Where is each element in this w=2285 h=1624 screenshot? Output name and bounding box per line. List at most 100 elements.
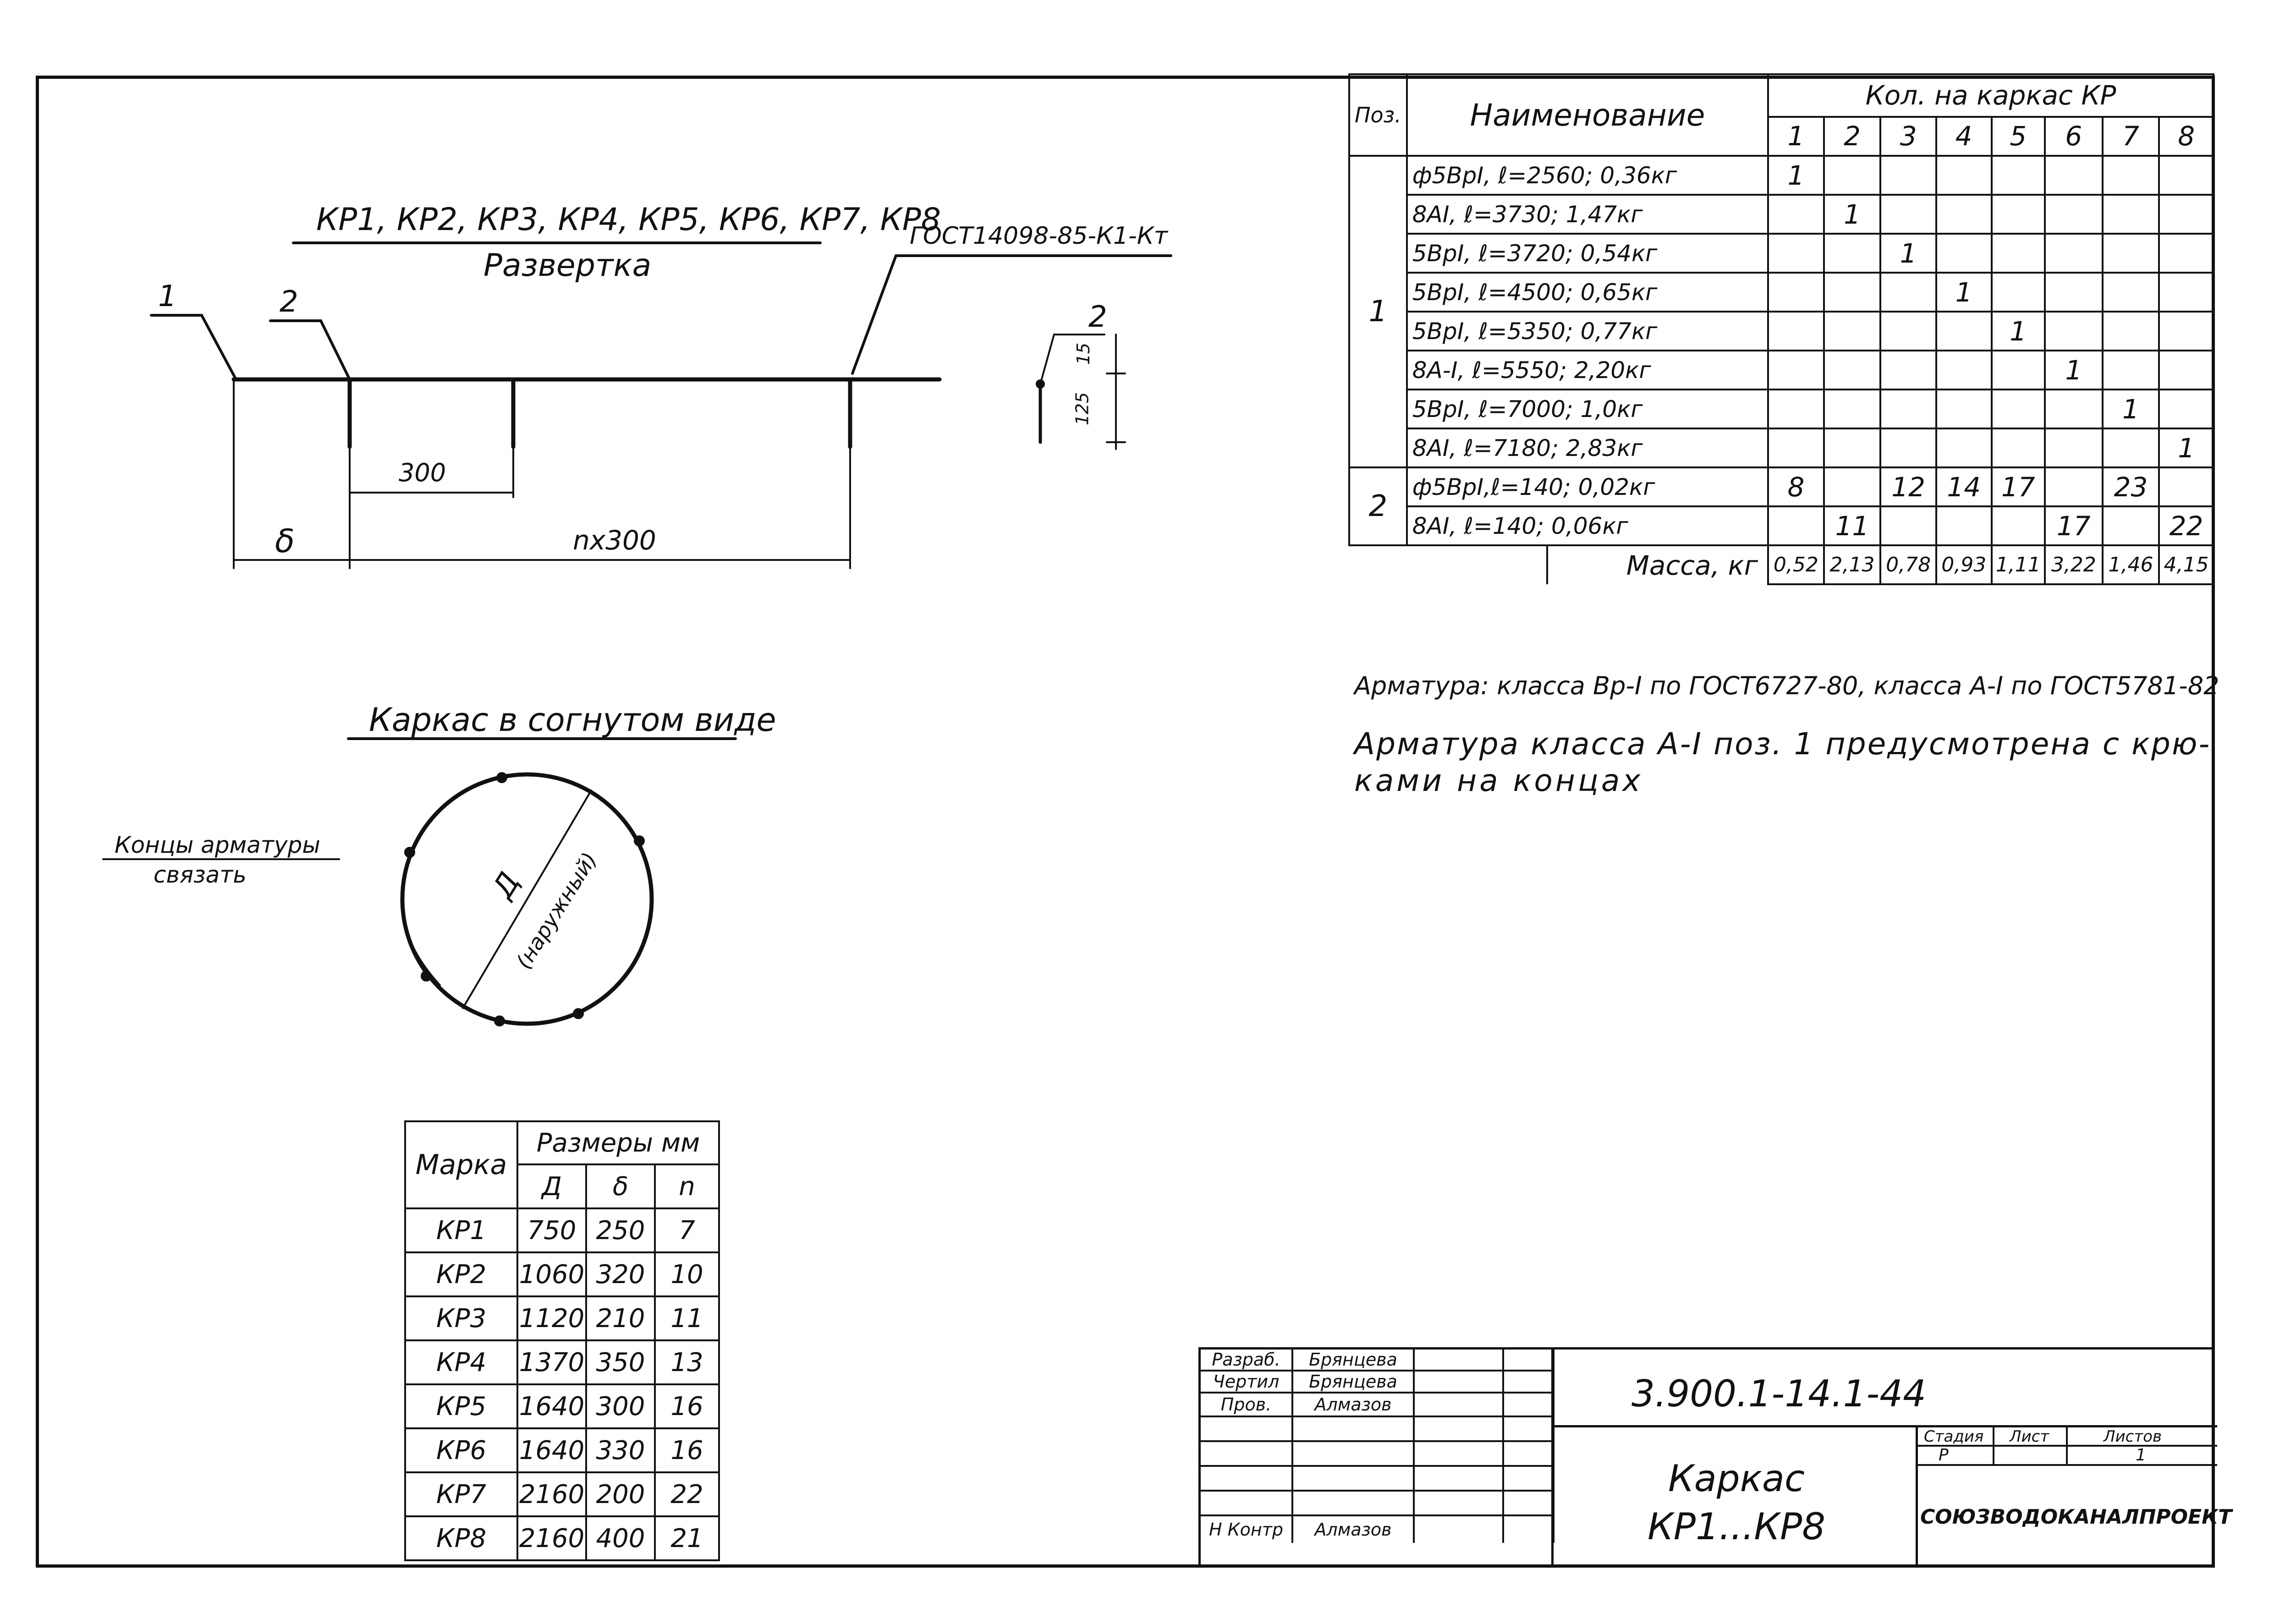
spec-item-name: 5ВрI, ℓ=7000; 1,0кг xyxy=(1406,389,1769,429)
note-line-2: Арматура класса А-I поз. 1 предусмотрена… xyxy=(1354,726,2211,762)
dims-cell-mark: КР3 xyxy=(404,1295,518,1341)
dims-cell-d: 1370 xyxy=(516,1339,587,1385)
sheets-label: Листов xyxy=(2104,1427,2162,1446)
dims-cell-delta: 250 xyxy=(585,1207,656,1253)
spec-qty-cell: 1 xyxy=(1990,311,2046,351)
spec-qty-cell: 1 xyxy=(1935,272,1993,313)
dims-cell-n: 22 xyxy=(654,1471,720,1517)
leader-2 xyxy=(269,319,351,381)
spec-qty-cell xyxy=(1990,272,2046,313)
specification-table: Поз. Наименование Кол. на каркас КР 1 2 … xyxy=(1348,73,2214,585)
spec-qty-cell xyxy=(1823,428,1882,468)
organization-name: СОЮЗВОДОКАНАЛПРОЕКТ xyxy=(1920,1505,2232,1529)
leader-1 xyxy=(150,314,237,381)
dimension-300: 300 xyxy=(399,458,446,487)
role-drafter: Чертил xyxy=(1201,1370,1293,1394)
signature-drafter xyxy=(1413,1370,1504,1394)
spec-qty-cell xyxy=(1767,428,1825,468)
spec-qty-cell: 12 xyxy=(1879,466,1937,507)
sheets-value: 1 xyxy=(2136,1446,2146,1465)
spec-col-3: 3 xyxy=(1879,115,1937,157)
spec-col-4: 4 xyxy=(1935,115,1993,157)
role-checker: Пров. xyxy=(1201,1392,1293,1417)
spec-qty-cell xyxy=(2101,505,2160,546)
spec-qty-cell xyxy=(1935,389,1993,429)
title-block-signatures: Разраб. Брянцева Чертил Брянцева Пров. А… xyxy=(1201,1350,1554,1543)
spec-qty-cell: 17 xyxy=(1990,466,2046,507)
development-title: КР1, КР2, КР3, КР4, КР5, КР6, КР7, КР8 xyxy=(316,202,941,238)
spec-qty-cell: 1 xyxy=(1767,155,1825,196)
stage-label: Стадия xyxy=(1924,1427,1984,1446)
spec-col-8: 8 xyxy=(2158,115,2214,157)
stage-value: Р xyxy=(1939,1446,1949,1465)
dims-cell-d: 1060 xyxy=(516,1251,587,1297)
spec-qty-cell xyxy=(2158,272,2214,313)
spec-qty-cell xyxy=(1935,194,1993,235)
dims-cell-mark: КР8 xyxy=(404,1515,518,1561)
dimension-delta: δ xyxy=(275,522,295,560)
spec-head-qty: Кол. на каркас КР xyxy=(1767,73,2214,118)
spec-position: 2 xyxy=(1348,466,1408,546)
spec-qty-cell xyxy=(1823,233,1882,274)
spec-qty-cell xyxy=(1767,194,1825,235)
spec-qty-cell xyxy=(2043,272,2104,313)
drawing-frame xyxy=(36,76,2215,1568)
spec-item-name: 8АI, ℓ=140; 0,06кг xyxy=(1406,505,1769,546)
spec-item-name: ф5ВрI, ℓ=2560; 0,36кг xyxy=(1406,155,1769,196)
role-norm-control: Н Контр xyxy=(1201,1514,1293,1543)
spec-qty-cell xyxy=(1879,505,1937,546)
dims-cell-n: 7 xyxy=(654,1207,720,1253)
leader-gost xyxy=(851,254,897,375)
spec-mass-label: Масса, кг xyxy=(1349,545,1768,584)
spec-qty-cell: 1 xyxy=(2158,428,2214,468)
spec-mass-3: 0,78 xyxy=(1879,544,1937,585)
spec-qty-cell xyxy=(2158,466,2214,507)
spec-qty-cell: 1 xyxy=(2043,350,2104,390)
spec-qty-cell xyxy=(2043,233,2104,274)
spec-mass-6: 3,22 xyxy=(2043,544,2104,585)
development-subtitle: Развертка xyxy=(483,247,652,284)
signature-norm-control xyxy=(1413,1514,1504,1543)
date-developer xyxy=(1502,1350,1554,1372)
dims-cell-d: 750 xyxy=(516,1207,587,1253)
title-block: Разраб. Брянцева Чертил Брянцева Пров. А… xyxy=(1198,1347,2232,1568)
bent-view-title: Каркас в согнутом виде xyxy=(369,701,776,739)
spec-qty-cell xyxy=(2158,311,2214,351)
spec-item-name: 5ВрI, ℓ=5350; 0,77кг xyxy=(1406,311,1769,351)
detail-label: 2 xyxy=(1088,300,1107,334)
date-norm-control xyxy=(1502,1514,1554,1543)
dims-cell-n: 16 xyxy=(654,1427,720,1473)
spec-qty-cell xyxy=(1767,233,1825,274)
dims-cell-mark: КР1 xyxy=(404,1207,518,1253)
dims-cell-delta: 210 xyxy=(585,1295,656,1341)
spec-qty-cell xyxy=(1823,389,1882,429)
spec-qty-cell xyxy=(2101,194,2160,235)
dims-cell-mark: КР5 xyxy=(404,1383,518,1429)
spec-item-name: 8АI, ℓ=3730; 1,47кг xyxy=(1406,194,1769,235)
date-drafter xyxy=(1502,1370,1554,1394)
spec-qty-cell xyxy=(1823,350,1882,390)
spec-qty-cell xyxy=(1767,272,1825,313)
spec-qty-cell xyxy=(1879,272,1937,313)
name-drafter: Брянцева xyxy=(1291,1370,1415,1394)
dims-cell-delta: 400 xyxy=(585,1515,656,1561)
spec-item-name: 8АI, ℓ=7180; 2,83кг xyxy=(1406,428,1769,468)
spec-qty-cell: 22 xyxy=(2158,505,2214,546)
spec-mass-8: 4,15 xyxy=(2158,544,2214,585)
spec-qty-cell xyxy=(1990,505,2046,546)
spec-qty-cell xyxy=(2043,466,2104,507)
spec-qty-cell: 14 xyxy=(1935,466,1993,507)
spec-qty-cell xyxy=(2043,194,2104,235)
spec-mass-1: 0,52 xyxy=(1767,544,1825,585)
dims-head-mark: Марка xyxy=(404,1120,518,1209)
spec-qty-cell xyxy=(1767,505,1825,546)
